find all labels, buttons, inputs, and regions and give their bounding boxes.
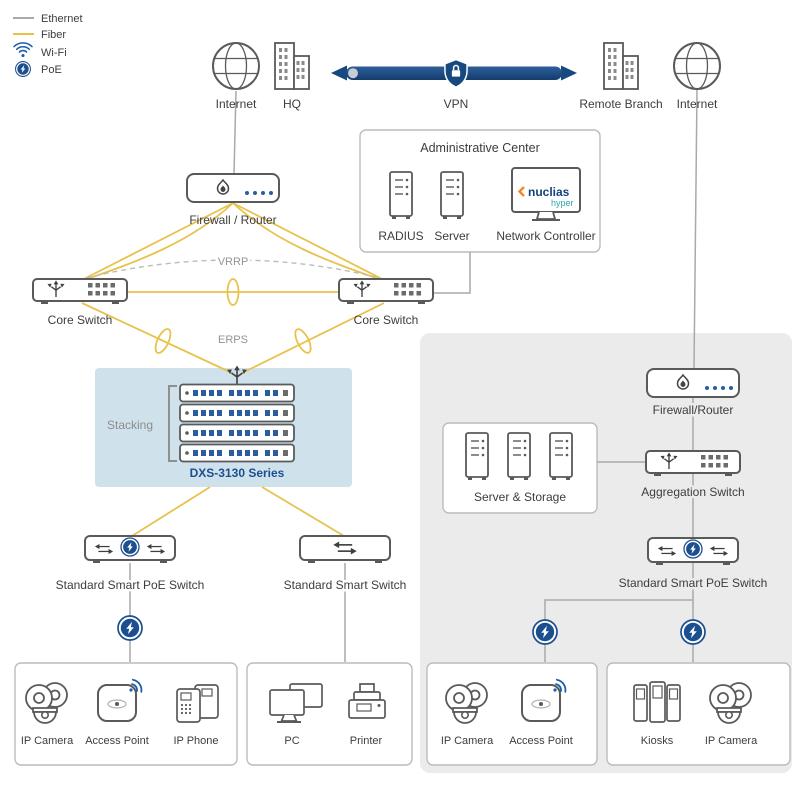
storage-server-icon-3 bbox=[549, 432, 573, 481]
stacking-bracket bbox=[168, 385, 177, 462]
internet-right-label: Internet bbox=[677, 97, 718, 111]
hq-firewall-router-device bbox=[186, 173, 280, 203]
branch-access-point-icon bbox=[521, 678, 567, 722]
fiber-firewall-coreleft bbox=[81, 202, 234, 281]
server-storage-label: Server & Storage bbox=[474, 490, 566, 504]
vpn-tunnel bbox=[331, 58, 577, 89]
hq-ip-camera-label: IP Camera bbox=[21, 735, 74, 747]
core-switch-right-device bbox=[339, 279, 433, 304]
legend-ethernet-label: Ethernet bbox=[41, 13, 83, 25]
branch-firewall-router-device bbox=[646, 368, 740, 398]
core-switch-right-label: Core Switch bbox=[354, 313, 419, 327]
internet-right-globe-icon bbox=[673, 42, 721, 90]
remote-branch-building-icon bbox=[603, 42, 639, 90]
link-admin-core-right bbox=[434, 252, 471, 294]
hq-label: HQ bbox=[283, 97, 301, 111]
hq-smart-switch-label: Standard Smart Switch bbox=[284, 578, 407, 592]
branch-endpoints-box-1 bbox=[426, 662, 598, 766]
vrrp-arc bbox=[85, 259, 381, 279]
vpn-label: VPN bbox=[444, 97, 469, 111]
nuclias-brand-mark-icon bbox=[517, 186, 525, 197]
internet-left-globe-icon bbox=[212, 42, 260, 90]
aggregation-switch-label: Aggregation Switch bbox=[641, 485, 744, 499]
hq-firewall-label: Firewall / Router bbox=[189, 213, 276, 227]
branch-access-point-label: Access Point bbox=[509, 735, 573, 747]
poe-badge-branch-left-icon bbox=[532, 619, 558, 645]
vpn-shield-lock-icon bbox=[444, 58, 468, 89]
labels: Internet HQ VPN Remote Branch Internet A… bbox=[21, 97, 770, 747]
hq-smart-switch-device bbox=[300, 536, 390, 563]
fiber-links bbox=[81, 202, 385, 537]
remote-branch-label: Remote Branch bbox=[579, 97, 662, 111]
link-internet-firewall-right bbox=[693, 89, 698, 370]
nuclias-brand-label: nuclias bbox=[528, 185, 570, 199]
aggregation-switch-device bbox=[646, 451, 740, 476]
legend-wifi-label: Wi-Fi bbox=[41, 47, 67, 59]
legend-poe-label: PoE bbox=[41, 64, 62, 76]
branch-kiosks-label: Kiosks bbox=[641, 735, 674, 747]
vpn-arrow-right-icon bbox=[561, 65, 577, 81]
branch-ip-camera-label-2: IP Camera bbox=[705, 735, 758, 747]
stacking-label: Stacking bbox=[107, 418, 153, 432]
hq-access-point-icon bbox=[97, 678, 143, 722]
hq-printer-label: Printer bbox=[350, 735, 383, 747]
network-controller-label: Network Controller bbox=[496, 229, 595, 243]
hq-access-point-label: Access Point bbox=[85, 735, 149, 747]
poe-badge-hq-icon bbox=[117, 615, 143, 641]
fiber-coreleft-stack bbox=[81, 302, 233, 374]
erps-ring-markers bbox=[154, 278, 312, 354]
legend: Ethernet Fiber Wi-Fi PoE bbox=[13, 13, 83, 77]
branch-kiosks-icon bbox=[633, 681, 681, 723]
nuclias-hyper-label: hyper bbox=[551, 198, 574, 208]
branch-poe-switch-label: Standard Smart PoE Switch bbox=[619, 576, 768, 590]
vrrp-label: VRRP bbox=[218, 256, 249, 268]
core-switch-left-device bbox=[33, 279, 127, 304]
legend-fiber-label: Fiber bbox=[41, 29, 66, 41]
fiber-stack-smartswitch bbox=[261, 486, 345, 537]
ring-marker-center bbox=[226, 278, 240, 306]
hq-ip-phone-label: IP Phone bbox=[173, 735, 218, 747]
storage-server-icon-2 bbox=[507, 432, 531, 481]
radius-label: RADIUS bbox=[378, 229, 423, 243]
server-icon bbox=[440, 171, 464, 220]
legend-wifi-icon bbox=[13, 42, 33, 58]
stack-switch-4 bbox=[179, 443, 295, 463]
hq-building-icon bbox=[274, 42, 310, 90]
radius-server-icon bbox=[389, 171, 413, 220]
stack-model-label: DXS-3130 Series bbox=[190, 466, 285, 480]
core-switch-left-label: Core Switch bbox=[48, 313, 113, 327]
stack-switch-1 bbox=[179, 383, 295, 403]
ring-marker-left bbox=[154, 328, 172, 354]
branch-firewall-label: Firewall/Router bbox=[653, 403, 734, 417]
poe-badge-branch-right-icon bbox=[680, 619, 706, 645]
hq-poe-switch-label: Standard Smart PoE Switch bbox=[56, 578, 205, 592]
hq-pc-label: PC bbox=[284, 735, 299, 747]
vpn-arrow-left-icon bbox=[331, 65, 347, 81]
vpn-endpoint-dot bbox=[348, 68, 358, 79]
legend-poe-icon bbox=[15, 61, 31, 77]
admin-center-box bbox=[359, 129, 601, 253]
ring-marker-right bbox=[294, 328, 312, 354]
link-internet-firewall-left bbox=[233, 90, 237, 175]
fiber-coreright-stack bbox=[241, 302, 385, 374]
fiber-firewall-coreright bbox=[232, 202, 385, 281]
branch-poe-switch-device bbox=[648, 538, 738, 565]
fiber-stack-poeswitch bbox=[131, 486, 211, 537]
fiber-firewall-coreleft-2 bbox=[83, 202, 234, 281]
internet-left-label: Internet bbox=[216, 97, 257, 111]
admin-center-title: Administrative Center bbox=[420, 141, 540, 155]
stack-switch-2 bbox=[179, 403, 295, 423]
hq-ip-phone-icon bbox=[176, 684, 219, 723]
branch-ip-camera-label: IP Camera bbox=[441, 735, 494, 747]
server-label: Server bbox=[434, 229, 469, 243]
storage-server-icon-1 bbox=[465, 432, 489, 481]
stack-switch-3 bbox=[179, 423, 295, 443]
hq-poe-switch-device bbox=[85, 536, 175, 563]
erps-label: ERPS bbox=[218, 334, 248, 346]
